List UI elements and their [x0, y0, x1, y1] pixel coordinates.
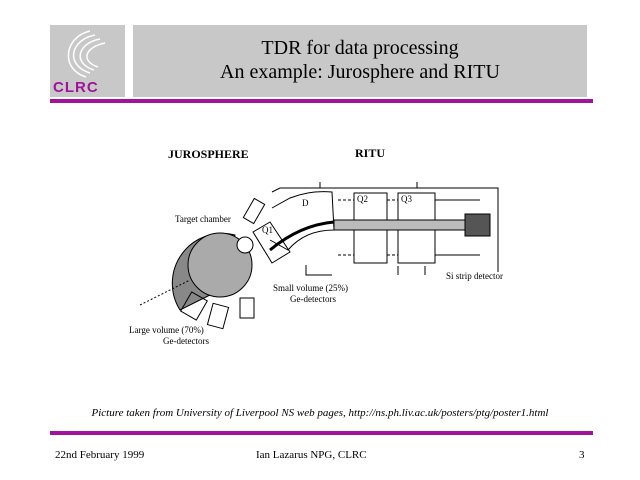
footer-date: 22nd February 1999	[55, 449, 145, 461]
bottom-divider	[50, 431, 593, 435]
label-q2: Q2	[357, 194, 368, 204]
label-q3: Q3	[401, 194, 412, 204]
footer-author: Ian Lazarus NPG, CLRC	[256, 449, 367, 461]
label-target-chamber: Target chamber	[175, 214, 231, 224]
label-q1: Q1	[262, 225, 273, 235]
logo-text: CLRC	[53, 79, 99, 96]
page-number: 3	[579, 449, 585, 461]
label-large-volume-ge: Ge-detectors	[163, 336, 209, 346]
title-banner: TDR for data processing An example: Juro…	[133, 25, 587, 97]
slide-subtitle: An example: Jurosphere and RITU	[220, 61, 500, 83]
label-small-volume-ge: Ge-detectors	[290, 294, 336, 304]
top-divider	[50, 99, 593, 103]
logo-swirl-icon	[67, 30, 106, 78]
slide-title: TDR for data processing	[261, 37, 459, 59]
clrc-logo: CLRC	[50, 25, 125, 97]
label-large-volume: Large volume (70%)	[129, 325, 204, 335]
label-small-volume: Small volume (25%)	[273, 283, 348, 293]
label-d: D	[302, 198, 309, 208]
ritu-heading: RITU	[355, 146, 386, 160]
picture-caption: Picture taken from University of Liverpo…	[91, 407, 549, 419]
jurosphere-ritu-diagram	[139, 182, 499, 330]
jurosphere-heading: JUROSPHERE	[168, 147, 249, 161]
label-si-strip-detector: Si strip detector	[446, 271, 503, 281]
